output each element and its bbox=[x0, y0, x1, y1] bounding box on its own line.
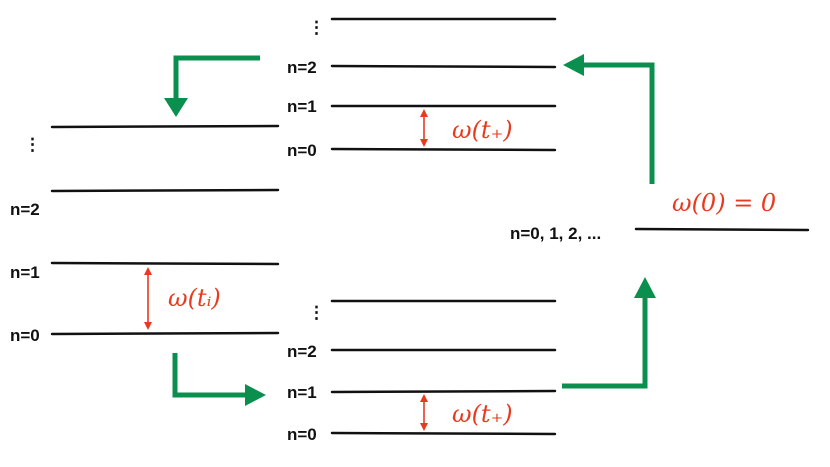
bottom-label-n1: n=1 bbox=[287, 383, 317, 402]
left-level-top bbox=[50, 124, 280, 129]
top-label-n1: n=1 bbox=[287, 97, 317, 116]
right-degenerate-level bbox=[634, 227, 810, 232]
left-frequency-label: ω(tᵢ) bbox=[168, 284, 221, 312]
arrow-left-to-bottom bbox=[172, 353, 247, 398]
top-level-group: ⋮ n=2 n=1 n=0 ω(t₊) bbox=[287, 17, 557, 160]
top-level-n0 bbox=[330, 147, 557, 152]
arrow-top-to-left bbox=[173, 55, 260, 100]
bottom-ellipsis: ⋮ bbox=[308, 303, 325, 322]
arrow-bottom-to-right-head bbox=[634, 277, 656, 298]
top-label-n0: n=0 bbox=[287, 141, 317, 160]
arrow-right-to-top bbox=[582, 62, 655, 184]
bottom-label-n2: n=2 bbox=[287, 342, 317, 361]
left-label-n1: n=1 bbox=[10, 263, 40, 282]
bottom-frequency-label: ω(t₊) bbox=[452, 400, 513, 428]
top-ellipsis: ⋮ bbox=[308, 18, 325, 37]
left-level-group: ⋮ n=2 n=1 n=0 ω(tᵢ) bbox=[10, 124, 280, 345]
arrow-bottom-to-right bbox=[562, 296, 648, 389]
right-level-group: n=0, 1, 2, ... ω(0) = 0 bbox=[510, 189, 810, 243]
flow-arrows bbox=[164, 54, 656, 406]
bottom-level-group: ⋮ n=2 n=1 n=0 ω(t₊) bbox=[287, 299, 557, 444]
top-frequency-label: ω(t₊) bbox=[452, 116, 513, 144]
top-label-n2: n=2 bbox=[287, 58, 317, 77]
arrow-left-to-bottom-head bbox=[245, 384, 266, 406]
left-level-n2 bbox=[50, 188, 280, 193]
bottom-label-n0: n=0 bbox=[287, 425, 317, 444]
left-ellipsis: ⋮ bbox=[24, 135, 41, 154]
right-frequency-label: ω(0) = 0 bbox=[672, 189, 776, 217]
arrow-right-to-top-head bbox=[563, 54, 584, 76]
top-level-n2 bbox=[330, 64, 557, 69]
bottom-level-n0 bbox=[330, 431, 557, 436]
arrow-top-to-left-head bbox=[164, 98, 188, 117]
left-level-n1 bbox=[50, 261, 280, 266]
bottom-level-n1 bbox=[330, 389, 557, 394]
left-label-n0: n=0 bbox=[10, 326, 40, 345]
left-label-n2: n=2 bbox=[10, 200, 40, 219]
right-level-label: n=0, 1, 2, ... bbox=[510, 224, 601, 243]
left-level-n0 bbox=[50, 331, 280, 336]
